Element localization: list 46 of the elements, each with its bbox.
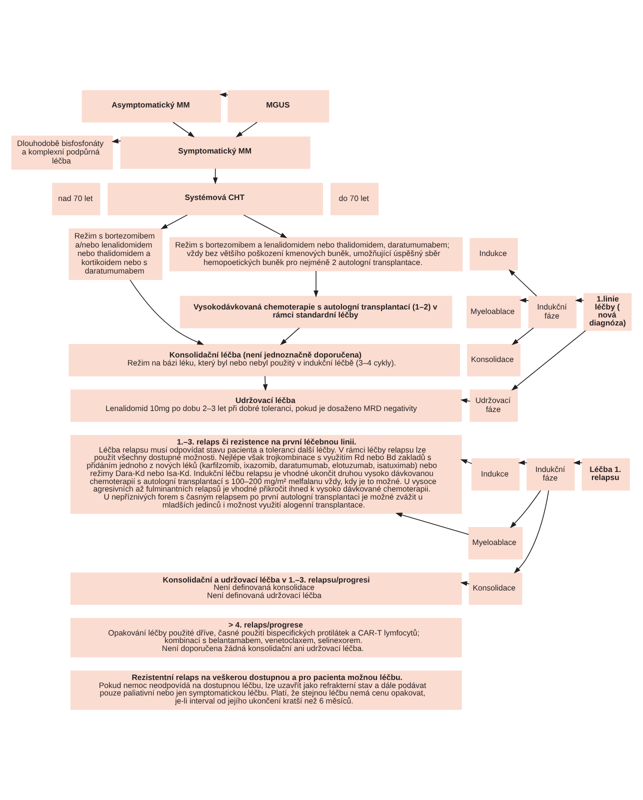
- node-box: Konsolidační a udržovací léčba v 1.–3. relapsu/progresi Není definovaná konsolidace Není definovaná udržovací léčba: [70, 572, 462, 605]
- node-box: Dlouhodobě bisfosfonáty a komplexní podpůrná léčba: [11, 136, 113, 170]
- node-box: Konsolidace: [467, 344, 520, 376]
- node-box: 1.–3. relaps či rezistence na první léčebnou linii. Léčba relapsu musí odpovídat stavu pacienta a toleranci další léčby. V rámci léčby relapsu lze použít všechny dostupné možnosti. Nejlépe však trojkombinace s využitím Rd nebo Bd zakladů s přidáním jednoho z nových léků (karfilzomib, ixazomib, daratumumab, elotuzumab, isatuximab) nebo režimy Dara-Kd nebo Isa-Kd. Indukční léčbu relapsu je vhodné ukončit druhou vysoko dávkovanou chemoterapií s autologní transplantací s 100–200 mg/m² melfalanu vždy, kdy je to možné. U vysoce agresivních až fulminantních relapsů je vhodné přikročit ihned k vysoko dávkované chemoterapii. U nepříznivých forem s časným relapsem po první autologní transplantaci je možné zvážit u mladších jedinců i možnost využití alogenní transplantace.: [70, 435, 462, 514]
- node-box: Vysokodávkovaná chemoterapie s autologní transplantací (1–2) v rámci standardní léčby: [180, 296, 452, 328]
- node-box: Režim s bortezomibem a/nebo lenalidomidem nebo thalidomidem a kortikoidem nebo s daratumumabem: [68, 228, 162, 280]
- node-box: Konsolidační léčba (není jednoznačně doporučena) Režim na bázi léku, který byl nebo nebyl použitý v indukční léčbě (3–4 cykly).: [68, 344, 460, 376]
- node-box: Asymptomatický MM: [82, 90, 222, 122]
- node-box: Indukční fáze: [528, 296, 576, 328]
- node-box: Symptomatický MM: [120, 136, 310, 169]
- arrow: [172, 122, 195, 138]
- arrow: [514, 490, 550, 574]
- arrow: [130, 280, 204, 345]
- arrow: [460, 398, 470, 404]
- arrow: [314, 270, 318, 298]
- arrow: [212, 168, 218, 184]
- node-box: MGUS: [228, 90, 330, 122]
- node-box: Indukce: [471, 458, 520, 491]
- node-box: Konsolidace: [468, 572, 522, 605]
- arrow: [236, 122, 258, 138]
- node-box: Rezistentní relaps na veškerou dostupnou a pro pacienta možnou léčbu. Pokud nemoc neodpovídá na dostupnou léčbu, lze uzavřít jako refrakterní stav a dále podávat pouze paliativní nebo jen symptomatickou léčbu. Platí, že stejnou léčbu nemá cenu opakovat, je-li interval od jejího ukončení kratší než 6 měsíců.: [70, 670, 462, 710]
- node-box: Léčba 1. relapsu: [582, 458, 630, 491]
- arrow: [219, 92, 228, 98]
- node-box: Indukce: [470, 238, 518, 270]
- node-box: Udržovací léčba Lenalidomid 10mg po dobu 2–3 let při dobré toleranci, pokud je dosaženo MRD negativity: [70, 390, 462, 422]
- node-box: nad 70 let: [52, 182, 100, 216]
- arrow: [460, 459, 472, 464]
- arrow: [262, 376, 268, 392]
- node-box: do 70 let: [330, 182, 379, 216]
- arrow: [160, 214, 188, 230]
- arrow: [243, 214, 288, 238]
- arrow: [395, 512, 470, 535]
- node-box: Indukční fáze: [526, 458, 575, 491]
- node-box: Systémová CHT: [108, 182, 324, 216]
- arrow: [508, 269, 538, 296]
- node-box: Režim s bortezomibem a lenalidomidem nebo thalidomidem, daratumumabem; vždy bez většího poškození kmenových buněk, umožňující úspěšný sběr hemopoetických buněk pro nejméně 2 autologní transplantace.: [169, 237, 463, 272]
- node-box: Udržovací fáze: [470, 390, 518, 422]
- arrow: [519, 298, 529, 303]
- arrow: [511, 330, 586, 391]
- node-box: 1.linie léčby ( nová diagnóza): [584, 293, 632, 331]
- arrow: [280, 327, 300, 346]
- arrow: [510, 490, 541, 528]
- node-box: Myeloablace: [468, 526, 523, 560]
- node-box: Myeloablace: [466, 296, 521, 328]
- node-box: > 4. relaps/progrese Opakování léčby použité dříve, časné použití bispecifických protilátek a CAR-T lymfocytů; kombinací s belantamabem, venetoclaxem, selinexorem. Není doporučena žádná konsolidační ani udržovací léčba.: [70, 618, 462, 658]
- arrow: [512, 327, 534, 346]
